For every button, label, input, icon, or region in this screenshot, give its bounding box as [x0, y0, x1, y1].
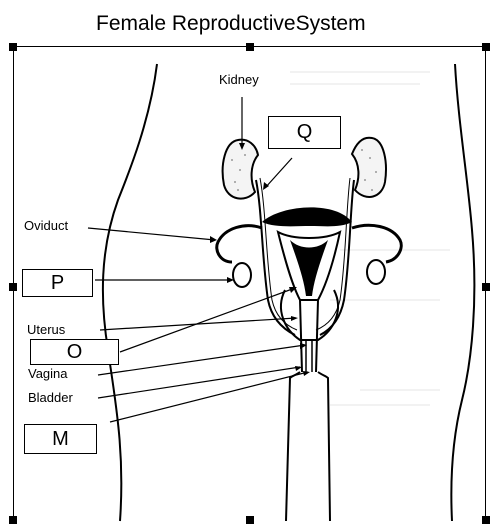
answer-box-q[interactable]: Q	[268, 116, 341, 149]
m-pointer	[110, 372, 308, 422]
answer-box-o[interactable]: O	[30, 339, 119, 365]
label-uterus: Uterus	[27, 322, 65, 337]
answer-box-m[interactable]: M	[24, 424, 97, 454]
uterus-fundus	[262, 207, 352, 226]
urethra-tube	[306, 340, 312, 372]
left-oviduct	[217, 226, 262, 262]
right-oviduct	[352, 225, 401, 262]
label-oviduct: Oviduct	[24, 218, 68, 233]
right-ovary	[367, 260, 385, 284]
label-vagina: Vagina	[28, 366, 68, 381]
right-kidney	[352, 138, 386, 197]
lower-body-right	[318, 372, 330, 521]
bladder-pointer	[98, 367, 300, 398]
vagina-tube	[300, 300, 318, 372]
label-kidney: Kidney	[219, 72, 259, 87]
left-ovary	[233, 263, 251, 287]
q-pointer	[265, 158, 292, 188]
body-outline-left	[103, 64, 157, 521]
lower-body-left	[286, 372, 300, 521]
body-outline-right	[451, 64, 474, 521]
answer-box-p[interactable]: P	[22, 269, 93, 297]
label-bladder: Bladder	[28, 390, 73, 405]
